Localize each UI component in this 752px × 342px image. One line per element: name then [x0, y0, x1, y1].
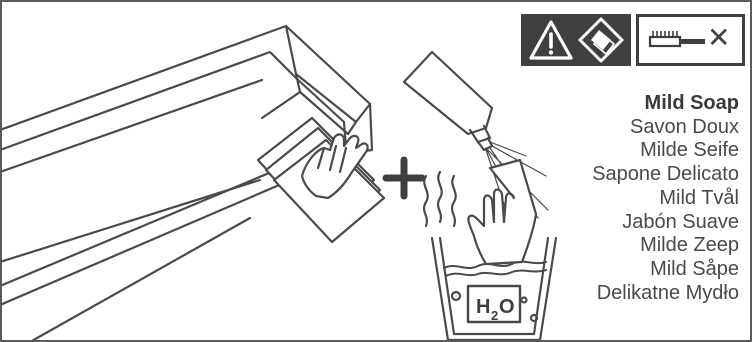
soap-label-swedish: Mild Tvål	[659, 186, 739, 209]
soap-label-german: Milde Seife	[640, 139, 739, 162]
icon-strip: ✕	[521, 14, 745, 66]
soap-label-list: Mild Soap Savon Doux Milde Seife Sapone …	[529, 92, 739, 305]
soap-label-english: Mild Soap	[644, 92, 739, 114]
warning-triangle-icon	[529, 20, 573, 60]
glove-hand-icon	[467, 158, 538, 266]
bucket-icon	[430, 236, 558, 342]
plus-icon	[382, 156, 426, 200]
soap-label-polish: Delikatne Mydło	[596, 281, 739, 304]
no-brush-icon-box: ✕	[636, 14, 745, 66]
steam-icon	[422, 170, 457, 228]
water-label: H 2 O	[476, 296, 515, 323]
soap-label-french: Savon Doux	[630, 115, 739, 138]
soap-label-norwegian: Mild Såpe	[650, 257, 739, 280]
soap-label-spanish: Jabón Suave	[622, 210, 739, 233]
cloth-hand-icon	[256, 116, 386, 244]
water-subscript-2: 2	[491, 308, 498, 323]
soap-label-italian: Sapone Delicato	[592, 163, 739, 186]
water-letter-o: O	[499, 296, 515, 318]
water-letter-h: H	[476, 296, 490, 318]
warning-cloth-icon-box	[521, 14, 631, 66]
soap-label-dutch: Milde Zeep	[640, 234, 739, 257]
brush-icon	[648, 31, 705, 48]
cloth-in-diamond-icon	[578, 17, 624, 63]
cross-icon: ✕	[707, 21, 731, 54]
